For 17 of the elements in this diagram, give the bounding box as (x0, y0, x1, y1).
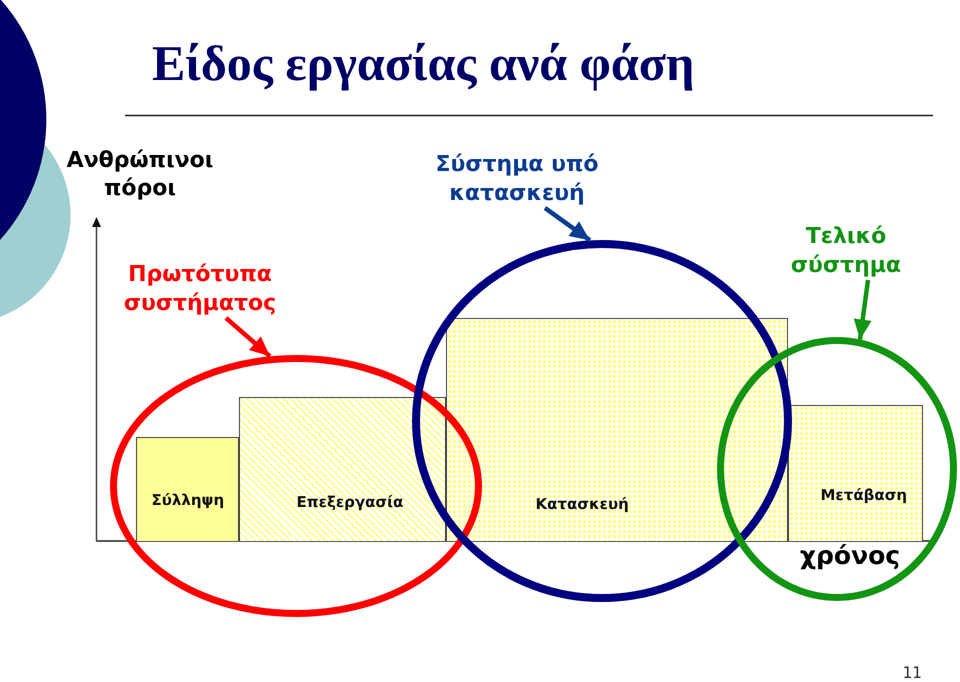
callout-text: Πρωτότυπα συστήματος (100, 261, 300, 318)
highlight-ellipse (412, 240, 792, 602)
axis-label: Ανθρώπινοι πόροι (66, 147, 214, 202)
callout-text: Τελικό σύστημα (771, 223, 921, 280)
page-number: 11 (901, 663, 923, 682)
phase-label: Σύλληψη (152, 491, 224, 509)
arrow (224, 316, 272, 358)
phase-label: Επεξεργασία (296, 493, 404, 511)
phase-label: Κατασκευή (536, 495, 629, 513)
phase-label: Μετάβαση (820, 486, 908, 504)
highlight-ellipse (717, 337, 957, 601)
highlight-ellipse (110, 355, 482, 617)
arrow (854, 280, 872, 340)
slide-title: Είδος εργασίας ανά φάση (152, 36, 694, 91)
arrow (544, 206, 592, 242)
axis-label: χρόνος (798, 541, 902, 571)
callout-text: Σύστημα υπό κατασκευή (419, 151, 615, 208)
